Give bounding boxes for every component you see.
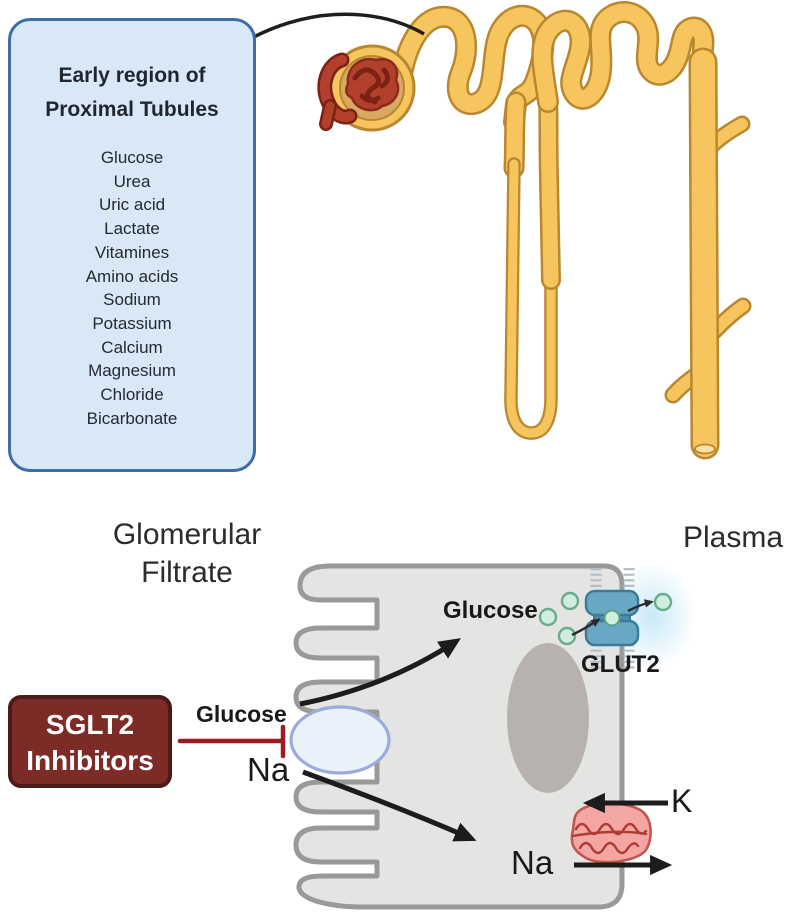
loop-of-henle xyxy=(503,90,561,440)
solute-item: Calcium xyxy=(101,337,163,357)
distal-tubule xyxy=(531,1,715,113)
glut2-label: GLUT2 xyxy=(581,651,660,678)
nucleus xyxy=(507,643,589,793)
solute-item: Urea xyxy=(113,171,151,191)
sodium-filtrate-label: Na xyxy=(247,751,290,788)
glomerulus xyxy=(317,44,416,132)
callout-title: Early region of Proximal Tubules xyxy=(11,59,253,127)
solute-item: Lactate xyxy=(104,219,160,239)
solute-item: Bicarbonate xyxy=(86,408,178,428)
duct-end-cap xyxy=(694,443,716,455)
glucose-molecules xyxy=(538,591,673,646)
solute-item: Uric acid xyxy=(98,195,166,215)
sodium-entry-arrow xyxy=(302,769,477,842)
nephron-illustration xyxy=(238,1,752,460)
glucose-filtrate-label: Glucose xyxy=(196,701,287,727)
filtrate-label-line1: Glomerular xyxy=(112,518,262,551)
glucose-molecule-in-glut2 xyxy=(603,609,621,627)
callout-pointer-arrow xyxy=(238,12,425,46)
callout-title-line1: Early region of xyxy=(58,64,206,87)
solute-item: Chloride xyxy=(100,385,164,405)
solute-item: Sodium xyxy=(103,290,161,310)
glucose-intracellular-label: Glucose xyxy=(443,597,538,624)
plasma-label: Plasma xyxy=(683,521,784,554)
tubule-cell-diagram xyxy=(177,562,696,910)
glucose-entry-arrow xyxy=(299,638,461,707)
sodium-intracellular-label: Na xyxy=(511,844,554,881)
glut2-efflux-arrow xyxy=(627,599,654,613)
solute-item: Potassium xyxy=(92,313,172,333)
inhibitor-box-line2: Inhibitors xyxy=(26,745,154,776)
glut2-transporter xyxy=(584,589,640,647)
solute-item: Vitamines xyxy=(94,242,170,262)
na-k-pump xyxy=(570,802,652,864)
potassium-label: K xyxy=(671,783,693,819)
filtrate-label-line2: Filtrate xyxy=(141,556,233,589)
inhibition-line xyxy=(177,724,286,759)
callout-title-line2: Proximal Tubules xyxy=(45,98,219,121)
membrane-bilayer-hatching xyxy=(590,568,635,669)
solute-item: Glucose xyxy=(100,148,164,167)
inhibitor-box-line1: SGLT2 xyxy=(45,709,135,740)
glomerular-filtrate-label: Glomerular Filtrate xyxy=(62,516,312,592)
collecting-duct xyxy=(664,47,752,460)
proximal-tubule-callout-box: Early region of Proximal Tubules Glucose… xyxy=(8,18,256,472)
glucose-to-glut2-arrow xyxy=(571,618,601,637)
solute-item: Magnesium xyxy=(88,361,176,381)
sglt2-inhibitors-box: SGLT2 Inhibitors xyxy=(8,695,172,788)
solute-item: Amino acids xyxy=(85,266,179,286)
sglt2-transporter xyxy=(289,705,391,775)
